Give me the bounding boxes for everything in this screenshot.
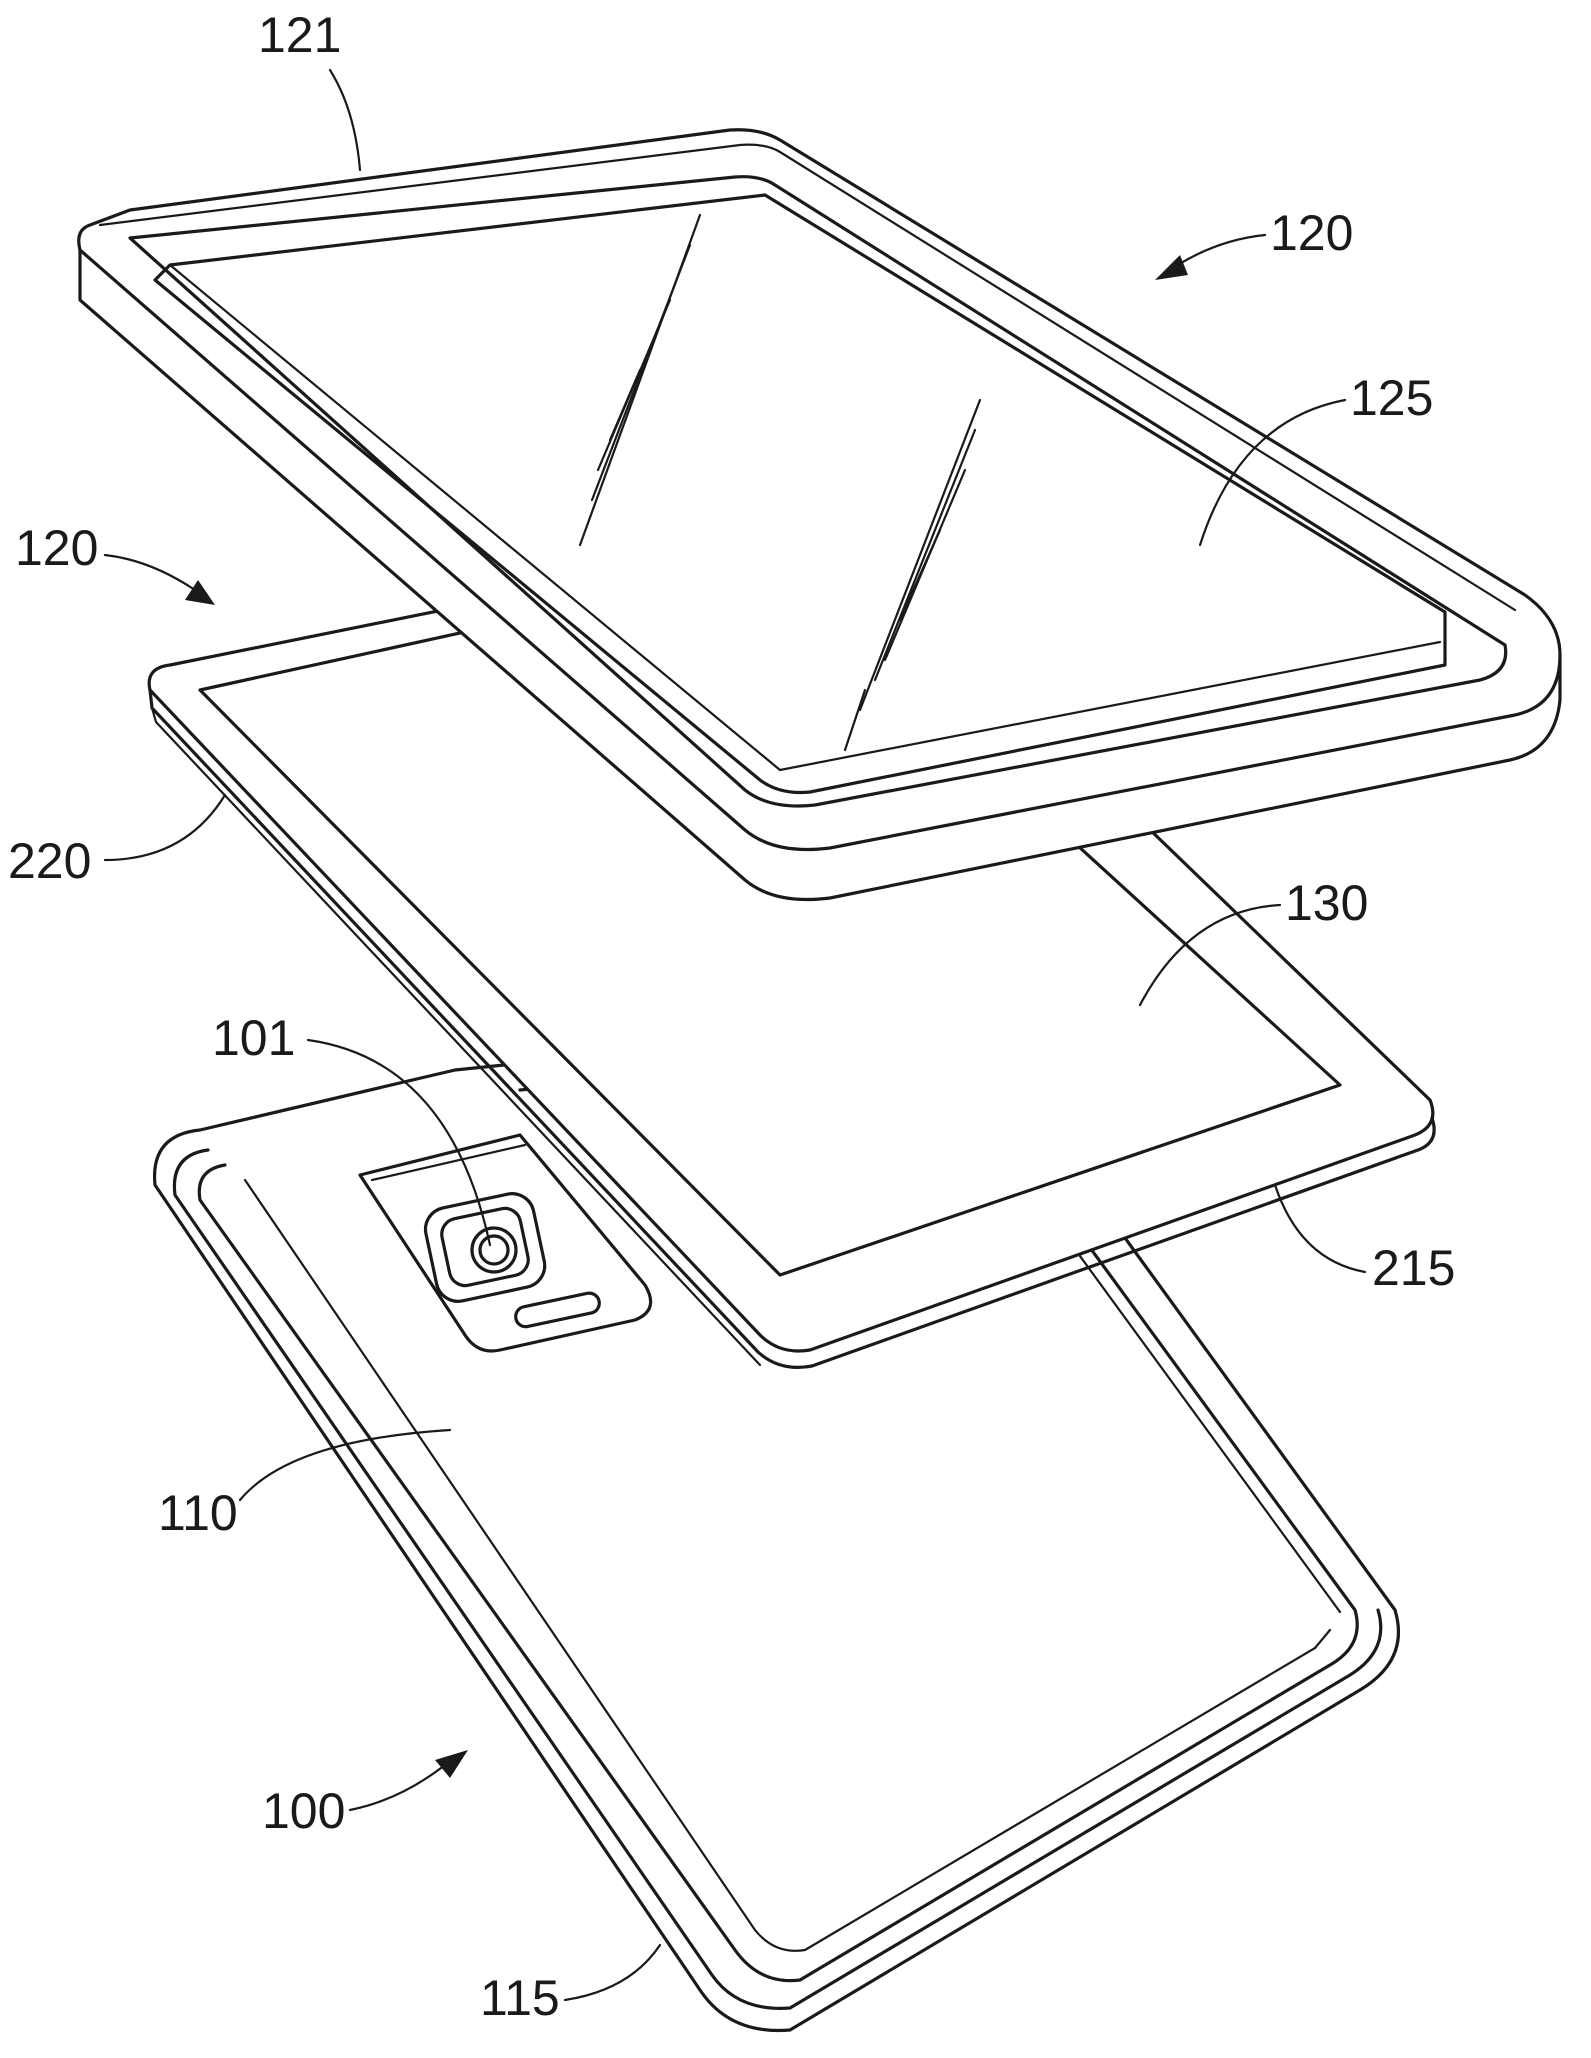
- label-130: 130: [1285, 875, 1368, 931]
- label-215: 215: [1372, 1240, 1455, 1296]
- label-121: 121: [258, 7, 341, 63]
- leader-lines: [103, 68, 1367, 2002]
- label-110: 110: [158, 1485, 238, 1541]
- label-120-left: 120: [15, 520, 98, 576]
- label-125: 125: [1350, 370, 1433, 426]
- display-panel-130: [147, 532, 1436, 1369]
- label-220: 220: [8, 833, 91, 889]
- label-101: 101: [212, 1010, 295, 1066]
- top-frame-120: [77, 128, 1562, 902]
- label-120-top: 120: [1270, 205, 1353, 261]
- label-100: 100: [262, 1783, 345, 1839]
- reference-labels: 121 120 125 120 220 130 101 215 110 100 …: [8, 7, 1455, 2026]
- glass-reflection-lines: [578, 213, 982, 752]
- camera-module-101: [358, 1133, 653, 1353]
- label-115: 115: [480, 1970, 560, 2026]
